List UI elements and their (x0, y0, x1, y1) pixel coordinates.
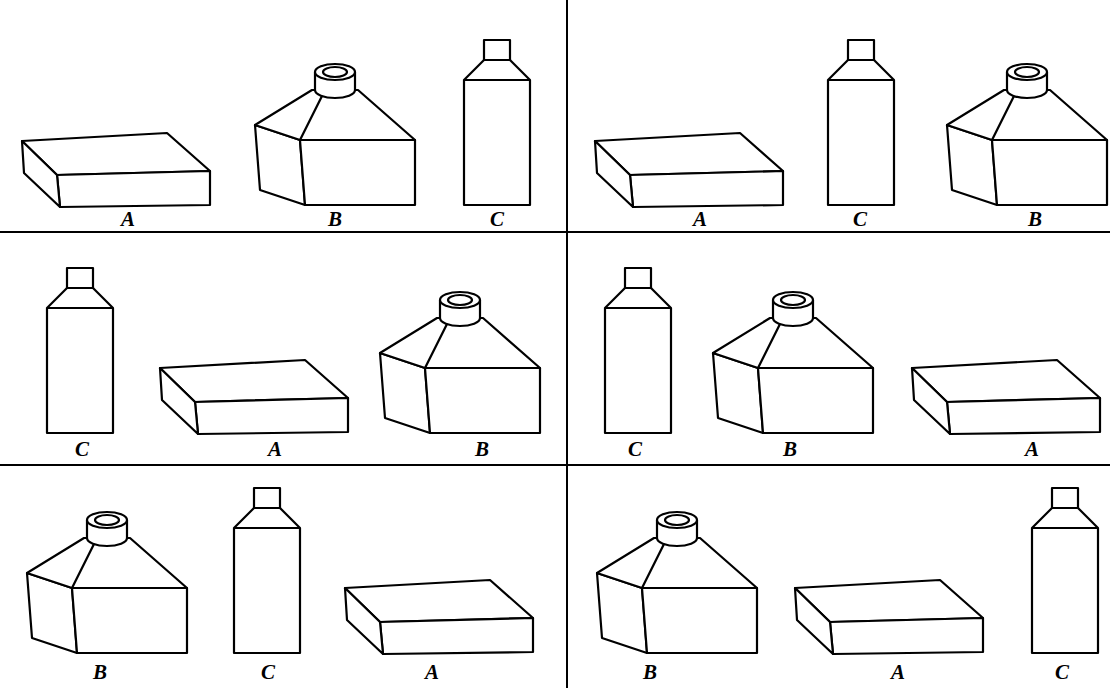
funnel-box (380, 292, 540, 433)
funnel-box (27, 512, 187, 653)
funnel-box (947, 64, 1107, 205)
tall-bottle (605, 268, 671, 433)
tall-bottle (47, 268, 113, 433)
object-letter: A (121, 207, 135, 231)
object-letter: B (475, 437, 489, 461)
flat-box (345, 580, 533, 654)
tall-bottle (1032, 488, 1098, 653)
object-letter: B (93, 660, 107, 684)
object-letter: A (1025, 437, 1039, 461)
funnel-box (713, 292, 873, 433)
tall-bottle (464, 40, 530, 205)
object-letter: B (328, 207, 342, 231)
object-letter: C (75, 437, 89, 461)
flat-box (595, 133, 783, 207)
flat-box (22, 133, 210, 207)
flat-box (160, 360, 348, 434)
object-letter: B (1028, 207, 1042, 231)
object-letter: A (425, 660, 439, 684)
object-letter: C (853, 207, 867, 231)
object-letter: A (891, 660, 905, 684)
object-letter: B (643, 660, 657, 684)
flat-box (912, 360, 1100, 434)
funnel-box (255, 64, 415, 205)
object-letter: C (1055, 660, 1069, 684)
object-letter: C (261, 660, 275, 684)
object-letter: B (783, 437, 797, 461)
flat-box (795, 580, 983, 654)
object-letter: A (693, 207, 707, 231)
object-letter: C (628, 437, 642, 461)
tall-bottle (234, 488, 300, 653)
object-letter: A (268, 437, 282, 461)
tall-bottle (828, 40, 894, 205)
funnel-box (597, 512, 757, 653)
object-letter: C (490, 207, 504, 231)
